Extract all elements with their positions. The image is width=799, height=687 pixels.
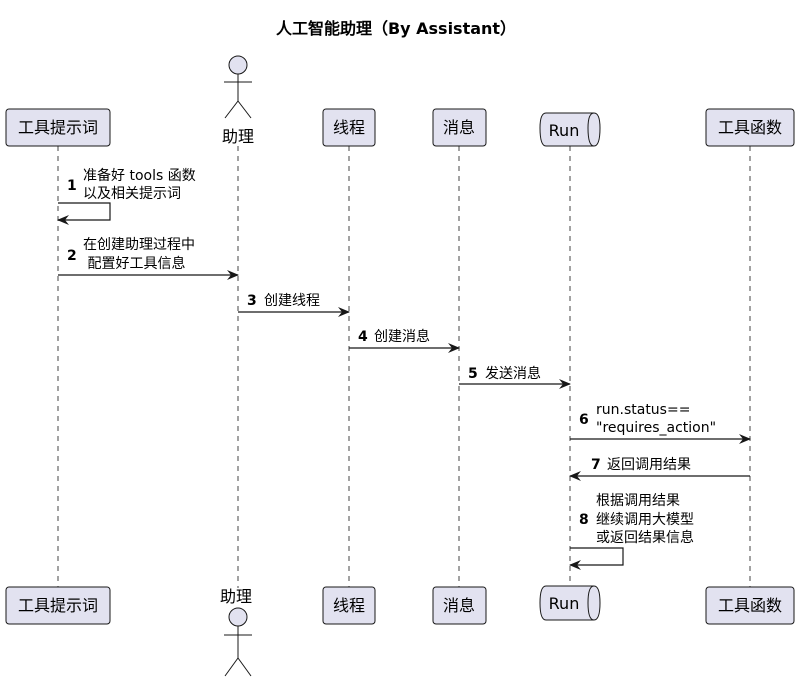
participant-label: 线程 bbox=[333, 118, 365, 137]
message-5: 5 发送消息 bbox=[459, 365, 571, 389]
participant-label: 工具函数 bbox=[718, 118, 782, 137]
message-4: 4 创建消息 bbox=[349, 328, 460, 353]
message-number: 3 bbox=[247, 293, 257, 309]
actor-head-icon bbox=[228, 607, 248, 627]
participant-assistant-top: 助理 bbox=[222, 55, 254, 146]
message-8: 8 根据调用结果 继续调用大模型 或返回结果信息 bbox=[569, 493, 694, 570]
participant-label: 工具函数 bbox=[718, 596, 782, 615]
message-text: run.status== bbox=[596, 402, 690, 418]
message-text: 根据调用结果 bbox=[596, 493, 680, 509]
message-3: 3 创建线程 bbox=[238, 293, 350, 317]
message-number: 2 bbox=[67, 248, 77, 264]
message-text: 继续调用大模型 bbox=[596, 511, 694, 528]
message-number: 1 bbox=[67, 178, 77, 194]
diagram-title: 人工智能助理（By Assistant） bbox=[276, 19, 516, 38]
participant-assistant-bottom: 助理 bbox=[220, 587, 252, 677]
message-text: 在创建助理过程中 bbox=[83, 237, 195, 253]
participant-label: 助理 bbox=[222, 127, 254, 146]
participant-tool-func-top: 工具函数 bbox=[705, 108, 795, 147]
participant-message-bottom: 消息 bbox=[432, 586, 487, 625]
message-1: 1 准备好 tools 函数 以及相关提示词 bbox=[57, 167, 196, 225]
participant-message-top: 消息 bbox=[432, 108, 487, 147]
message-text: 发送消息 bbox=[485, 365, 541, 382]
participant-tool-prompt-bottom: 工具提示词 bbox=[5, 586, 111, 625]
participant-label: 线程 bbox=[333, 596, 365, 615]
participant-label: 助理 bbox=[220, 587, 252, 606]
participant-run-top: Run bbox=[539, 112, 601, 147]
participant-label: Run bbox=[549, 121, 580, 140]
participant-label: 工具提示词 bbox=[18, 596, 98, 615]
message-number: 4 bbox=[358, 329, 368, 345]
participant-thread-top: 线程 bbox=[322, 108, 376, 147]
actor-head-icon bbox=[228, 55, 248, 75]
participant-tool-func-bottom: 工具函数 bbox=[705, 586, 795, 625]
message-text: 配置好工具信息 bbox=[83, 255, 185, 272]
participant-label: 消息 bbox=[443, 596, 475, 615]
participant-label: Run bbox=[549, 594, 580, 613]
message-text: 创建消息 bbox=[374, 328, 430, 345]
message-text: 或返回结果信息 bbox=[596, 529, 694, 546]
message-number: 5 bbox=[468, 366, 478, 382]
participant-label: 消息 bbox=[443, 118, 475, 137]
message-7: 7 返回调用结果 bbox=[569, 457, 750, 481]
message-text: "requires_action" bbox=[596, 420, 716, 436]
participant-label: 工具提示词 bbox=[18, 118, 98, 137]
message-number: 6 bbox=[579, 412, 589, 428]
participant-run-bottom: Run bbox=[539, 585, 601, 621]
message-6: 6 run.status== "requires_action" bbox=[570, 402, 751, 444]
message-text: 准备好 tools 函数 bbox=[83, 167, 196, 184]
message-number: 7 bbox=[591, 457, 601, 473]
message-text: 创建线程 bbox=[264, 293, 320, 309]
message-number: 8 bbox=[579, 512, 589, 528]
participant-tool-prompt-top: 工具提示词 bbox=[5, 108, 111, 147]
message-2: 2 在创建助理过程中 配置好工具信息 bbox=[58, 237, 239, 280]
message-text: 返回调用结果 bbox=[607, 457, 691, 473]
message-text: 以及相关提示词 bbox=[83, 186, 181, 202]
participant-thread-bottom: 线程 bbox=[322, 586, 376, 625]
